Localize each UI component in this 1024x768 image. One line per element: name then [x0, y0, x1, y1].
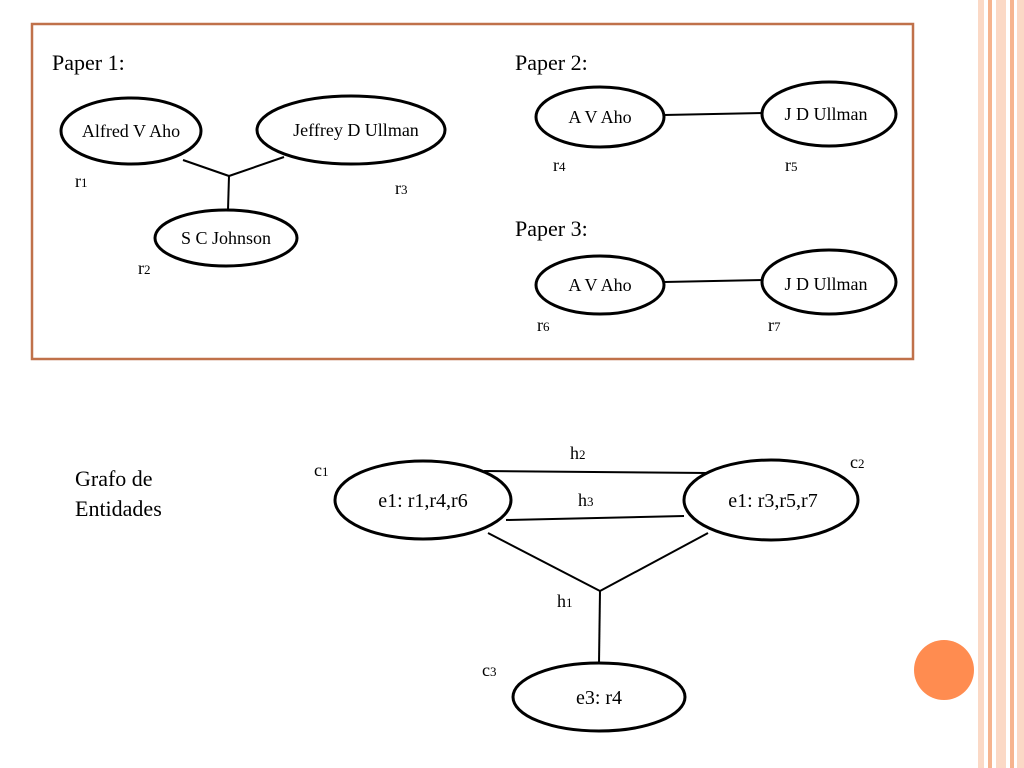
- paper-2-title: Paper 2:: [515, 50, 588, 75]
- paper-2-edge: [663, 112, 765, 116]
- cluster-node: [682, 458, 860, 542]
- entity-graph: Grafo de Entidades e1: r1,r4,r6 e1: r3,r…: [75, 443, 865, 733]
- paper-1-title: Paper 1:: [52, 50, 125, 75]
- paper-1-edge: [228, 156, 285, 177]
- cluster-label: e3: r4: [576, 687, 622, 709]
- hyperedge-id: h3: [578, 490, 594, 510]
- deco-stripe-2: [988, 0, 992, 768]
- paper-3: Paper 3: A V Aho J D Ullman r6 r7: [515, 216, 898, 335]
- hyperedge-line: [599, 532, 709, 592]
- author-node: [255, 94, 447, 166]
- paper-2: Paper 2: A V Aho J D Ullman r4 r5: [515, 50, 898, 175]
- hyperedge-line: [483, 470, 709, 474]
- author-ref: r1: [75, 171, 88, 191]
- author-ref: r7: [768, 315, 781, 335]
- author-name: J D Ullman: [785, 274, 868, 294]
- deco-stripe-3: [996, 0, 1006, 768]
- author-node: [760, 248, 898, 316]
- deco-stripe-5: [1017, 0, 1024, 768]
- deco-stripe-4: [1010, 0, 1014, 768]
- author-name: Alfred V Aho: [82, 121, 180, 141]
- author-ref: r5: [785, 155, 798, 175]
- author-name: S C Johnson: [181, 228, 271, 248]
- author-ref: r4: [553, 155, 566, 175]
- paper-3-edge: [663, 279, 765, 283]
- accent-circle: [914, 640, 974, 700]
- hyperedge-line: [505, 515, 685, 521]
- hyperedge-id: h1: [557, 591, 573, 611]
- hyperedge-line: [487, 532, 601, 592]
- paper-3-title: Paper 3:: [515, 216, 588, 241]
- entity-graph-caption-line-2: Entidades: [75, 496, 162, 521]
- cluster-node: [511, 661, 687, 733]
- paper-1: Paper 1: Alfred V Aho Jeffrey D Ullman S…: [52, 50, 447, 278]
- author-ref: r6: [537, 315, 550, 335]
- author-node: [59, 96, 203, 166]
- author-node: [534, 85, 666, 149]
- cluster-id: c2: [850, 452, 865, 472]
- author-ref: r3: [395, 178, 408, 198]
- paper-1-edge: [182, 159, 230, 177]
- author-ref: r2: [138, 258, 151, 278]
- hyperedge-id: h2: [570, 443, 586, 463]
- cluster-node: [333, 459, 513, 541]
- cluster-id: c3: [482, 660, 497, 680]
- author-name: Jeffrey D Ullman: [293, 120, 419, 140]
- paper-1-edge: [227, 175, 230, 211]
- cluster-id: c1: [314, 460, 329, 480]
- author-node: [760, 80, 898, 148]
- hyperedge-line: [598, 590, 601, 664]
- author-node: [153, 208, 299, 268]
- author-name: A V Aho: [568, 275, 631, 295]
- cluster-label: e1: r1,r4,r6: [378, 490, 467, 512]
- papers-frame: [30, 22, 915, 361]
- author-name: J D Ullman: [785, 104, 868, 124]
- deco-stripe-1: [978, 0, 984, 768]
- entity-graph-caption-line-1: Grafo de: [75, 466, 153, 491]
- author-node: [534, 254, 666, 316]
- author-name: A V Aho: [568, 107, 631, 127]
- cluster-label: e1: r3,r5,r7: [728, 490, 817, 512]
